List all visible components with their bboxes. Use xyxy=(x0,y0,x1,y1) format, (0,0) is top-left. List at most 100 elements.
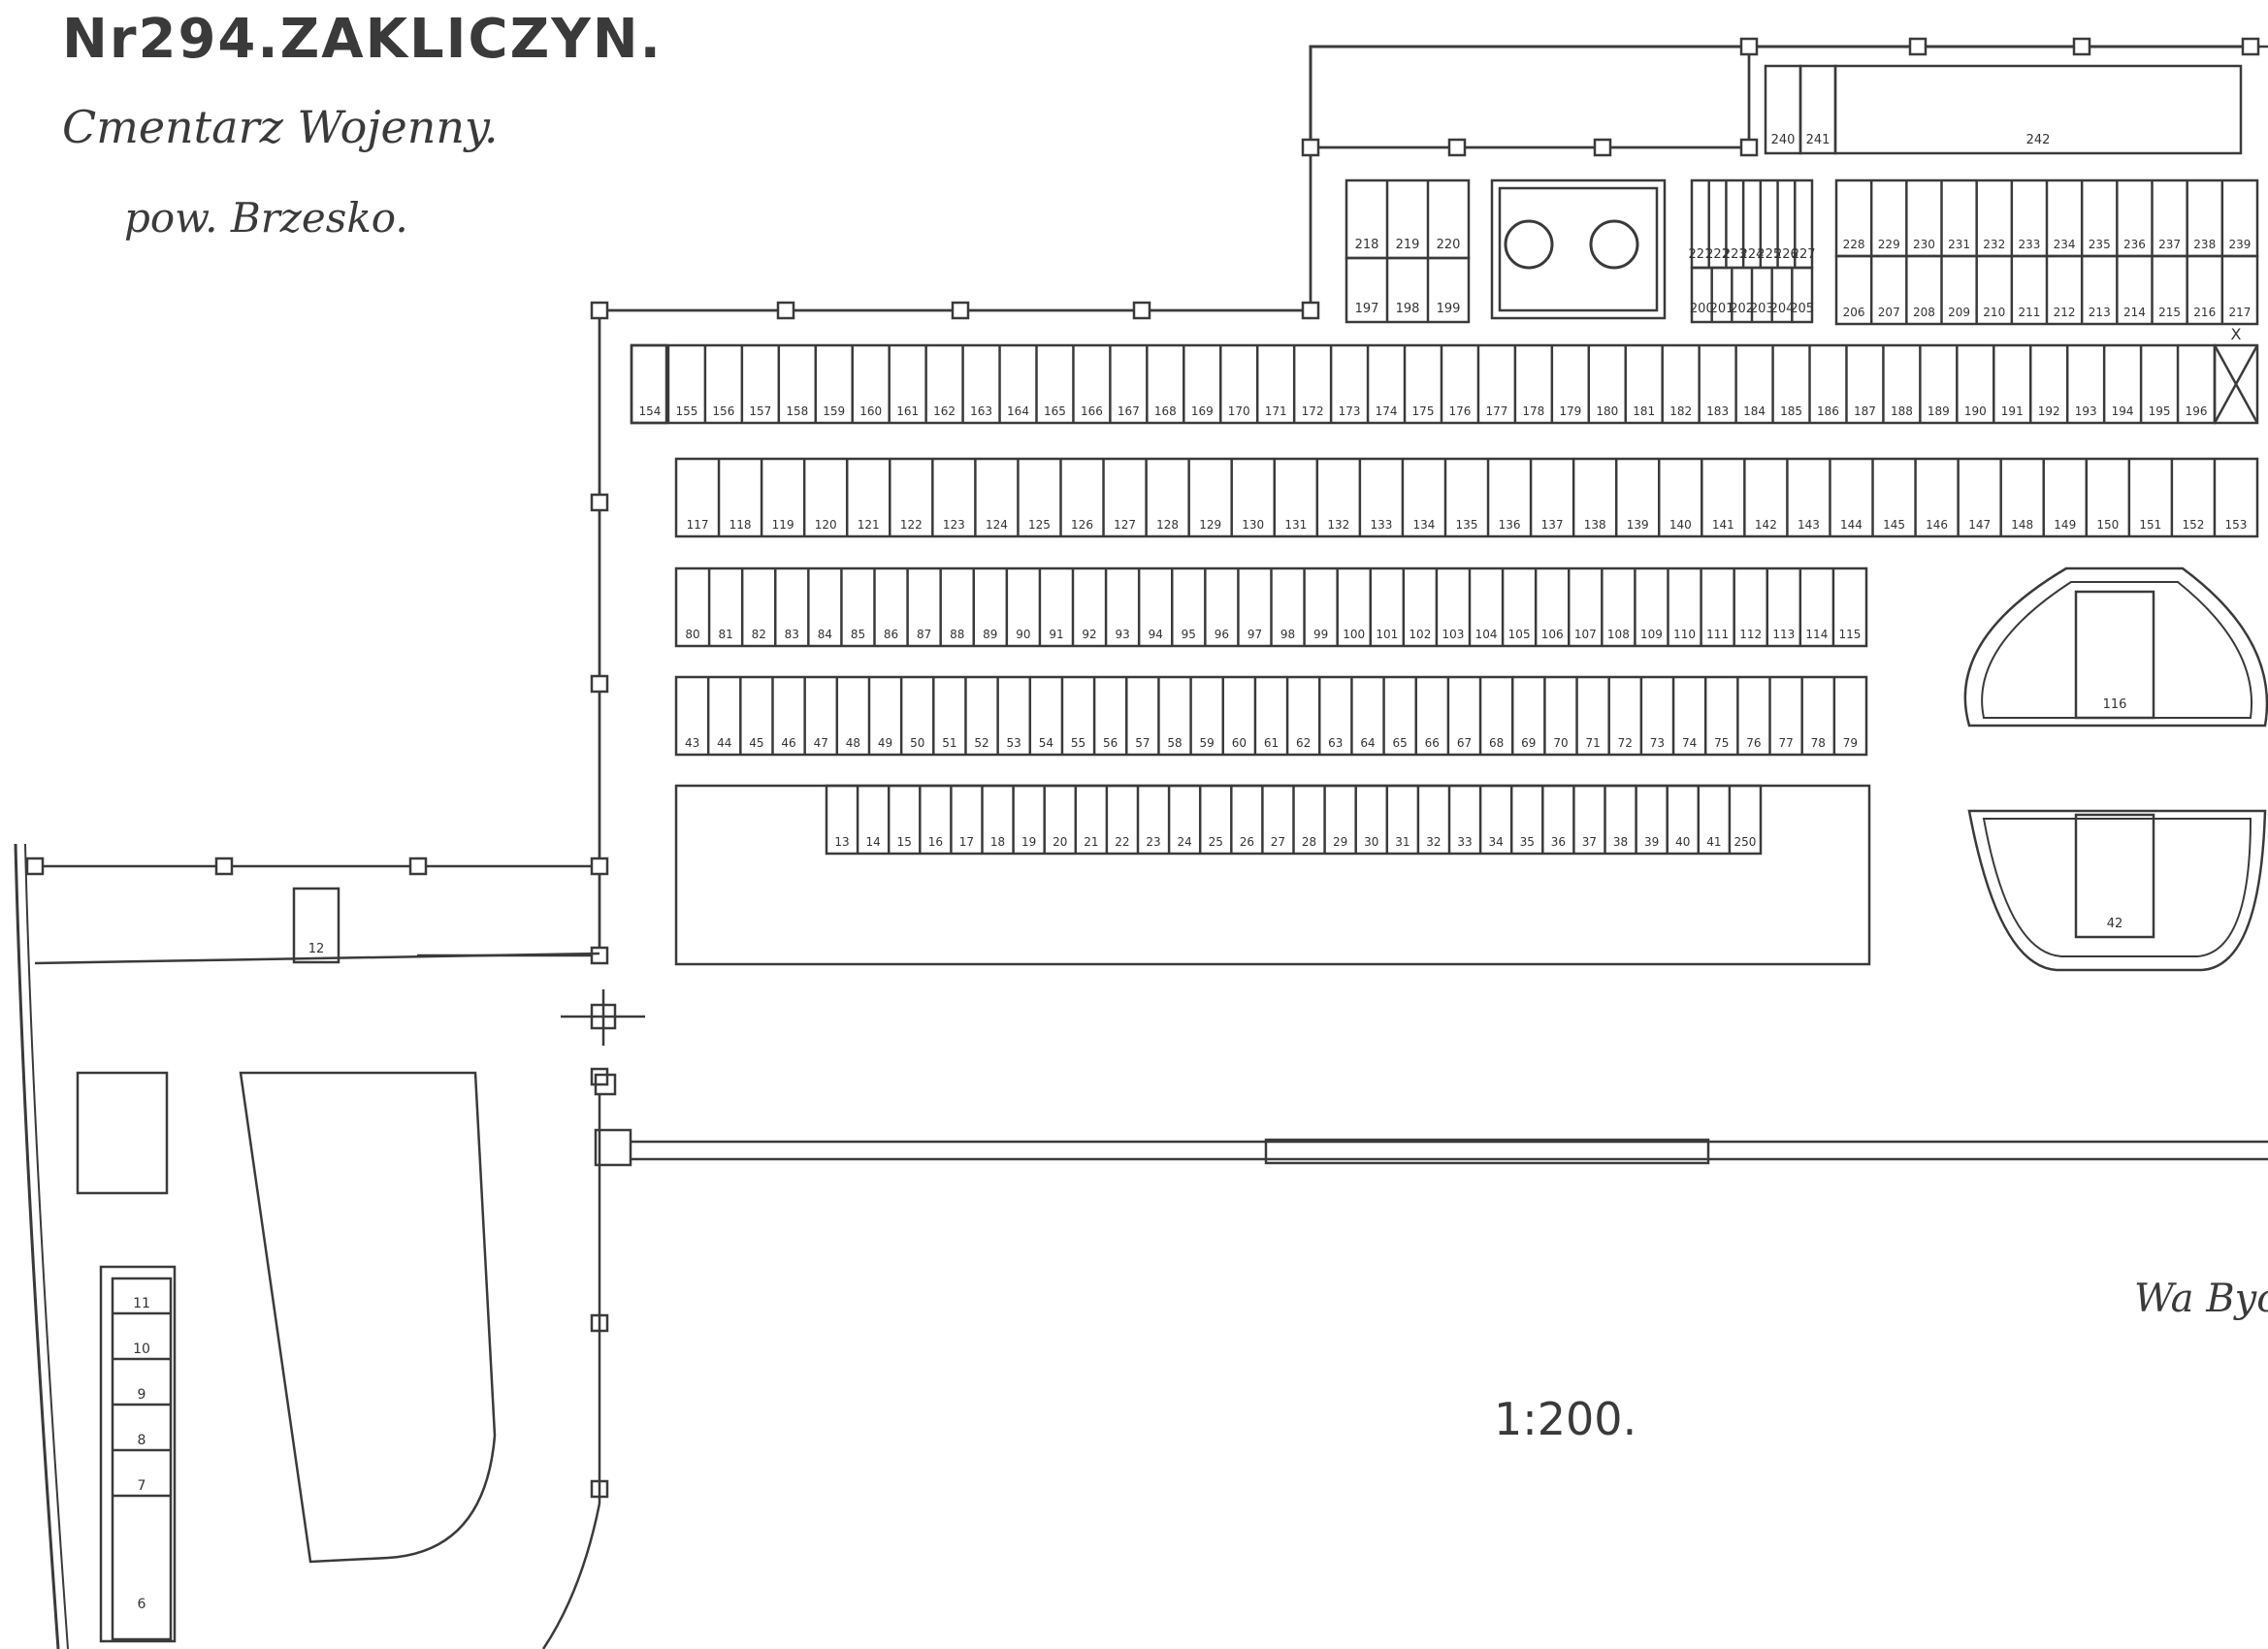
grave-label: 155 xyxy=(675,404,697,418)
garden-inner xyxy=(1498,186,1659,312)
grave-label: 89 xyxy=(983,628,997,641)
grave-label: 192 xyxy=(2038,404,2060,418)
grave-label: 204 xyxy=(1770,302,1795,316)
road-curve xyxy=(541,1503,601,1649)
grave-label: 126 xyxy=(1071,518,1093,532)
plot-rect xyxy=(76,1071,169,1195)
grave-label: 125 xyxy=(1028,518,1051,532)
grave-label: 57 xyxy=(1135,736,1150,750)
grave-label: 217 xyxy=(2228,306,2251,319)
grave-label: 162 xyxy=(933,404,956,418)
fence-post-icon xyxy=(1447,138,1467,157)
grave-label: 202 xyxy=(1730,302,1754,316)
grave-label: 83 xyxy=(785,628,799,641)
grave-label: 29 xyxy=(1333,835,1347,849)
grave-label: 230 xyxy=(1913,238,1935,251)
grave-label: 27 xyxy=(1271,835,1285,849)
grave-label: 15 xyxy=(897,835,912,849)
grave-label: 127 xyxy=(1114,518,1136,532)
fence-post-icon xyxy=(594,1073,617,1096)
grave-label: 33 xyxy=(1457,835,1472,849)
chapel-116-outline xyxy=(1963,566,2268,728)
grave-label: 97 xyxy=(1247,628,1262,641)
grave-label: 181 xyxy=(1633,404,1655,418)
grave-label: 11 xyxy=(133,1296,150,1311)
grave-label: 207 xyxy=(1878,306,1900,319)
grave-label: 190 xyxy=(1964,404,1987,418)
grave-116-frame xyxy=(2074,590,2155,720)
grave-label: 19 xyxy=(1021,835,1036,849)
grave-label: 68 xyxy=(1489,736,1504,750)
grave-label: 73 xyxy=(1650,736,1665,750)
grave-label: 209 xyxy=(1948,306,1970,319)
grave-label: 185 xyxy=(1780,404,1802,418)
grave-label: 173 xyxy=(1339,404,1361,418)
grave-label: 151 xyxy=(2139,518,2161,532)
grave-label: 120 xyxy=(815,518,837,532)
grave-label: 242 xyxy=(2026,133,2051,147)
grave-label: 17 xyxy=(959,835,974,849)
grave-label: 49 xyxy=(878,736,892,750)
grave-label: 218 xyxy=(1355,238,1379,252)
grave-label: 48 xyxy=(846,736,860,750)
grave-label: 124 xyxy=(986,518,1008,532)
grave-label: 210 xyxy=(1983,306,2005,319)
grave-label: 158 xyxy=(786,404,808,418)
grave-label: 169 xyxy=(1191,404,1214,418)
fence-post-icon xyxy=(2241,37,2260,56)
grave-label: 28 xyxy=(1302,835,1316,849)
grave-label: 116 xyxy=(2103,697,2127,712)
grave-label: 177 xyxy=(1485,404,1507,418)
grave-label: 78 xyxy=(1811,736,1826,750)
grave-label: 175 xyxy=(1412,404,1435,418)
grave-label: 6 xyxy=(138,1597,146,1612)
grave-label: 239 xyxy=(2228,238,2251,251)
grave-label: 101 xyxy=(1376,628,1398,641)
road-edge xyxy=(24,843,69,1649)
grave-label: 63 xyxy=(1328,736,1343,750)
grave-label: 191 xyxy=(2001,404,2024,418)
grave-label: 188 xyxy=(1891,404,1913,418)
grave-label: 206 xyxy=(1843,306,1865,319)
fence-post-icon xyxy=(1132,301,1151,320)
grave-label: 236 xyxy=(2123,238,2146,251)
grave-label: 93 xyxy=(1115,628,1129,641)
grave-label: 55 xyxy=(1071,736,1085,750)
grave-label: 20 xyxy=(1053,835,1067,849)
grave-label: 150 xyxy=(2096,518,2119,532)
fence-post-icon xyxy=(590,674,609,694)
grave-label: 9 xyxy=(138,1387,146,1403)
grave-label: 179 xyxy=(1559,404,1581,418)
grave-label: 102 xyxy=(1409,628,1431,641)
grave-label: 12 xyxy=(308,942,325,956)
left-column-inner xyxy=(111,1277,173,1641)
grave-label: 135 xyxy=(1456,518,1478,532)
grave-label: 82 xyxy=(752,628,766,641)
grave-label: 118 xyxy=(729,518,752,532)
grave-label: 132 xyxy=(1327,518,1349,532)
grave-label: 156 xyxy=(712,404,734,418)
grave-label: 194 xyxy=(2112,404,2134,418)
road-edge xyxy=(14,843,60,1649)
grave-label: 142 xyxy=(1755,518,1777,532)
grave-label: 133 xyxy=(1370,518,1392,532)
grave-label: 134 xyxy=(1412,518,1435,532)
grave-label: 141 xyxy=(1712,518,1734,532)
grave-label: 129 xyxy=(1199,518,1221,532)
grave-label: 80 xyxy=(685,628,699,641)
grave-label: 98 xyxy=(1280,628,1295,641)
grave-label: 172 xyxy=(1302,404,1324,418)
grave-label: 222 xyxy=(1705,247,1730,262)
grave-label: 160 xyxy=(859,404,882,418)
grave-label: 197 xyxy=(1355,302,1379,316)
grave-label: 232 xyxy=(1983,238,2005,251)
grave-label: 216 xyxy=(2193,306,2216,319)
grave-label: 52 xyxy=(974,736,988,750)
grave-label: 90 xyxy=(1016,628,1030,641)
grave-label: 147 xyxy=(1968,518,1991,532)
grave-label: 25 xyxy=(1209,835,1223,849)
grave-label: 195 xyxy=(2149,404,2171,418)
grave-label: 13 xyxy=(834,835,849,849)
grave-label: 46 xyxy=(781,736,795,750)
